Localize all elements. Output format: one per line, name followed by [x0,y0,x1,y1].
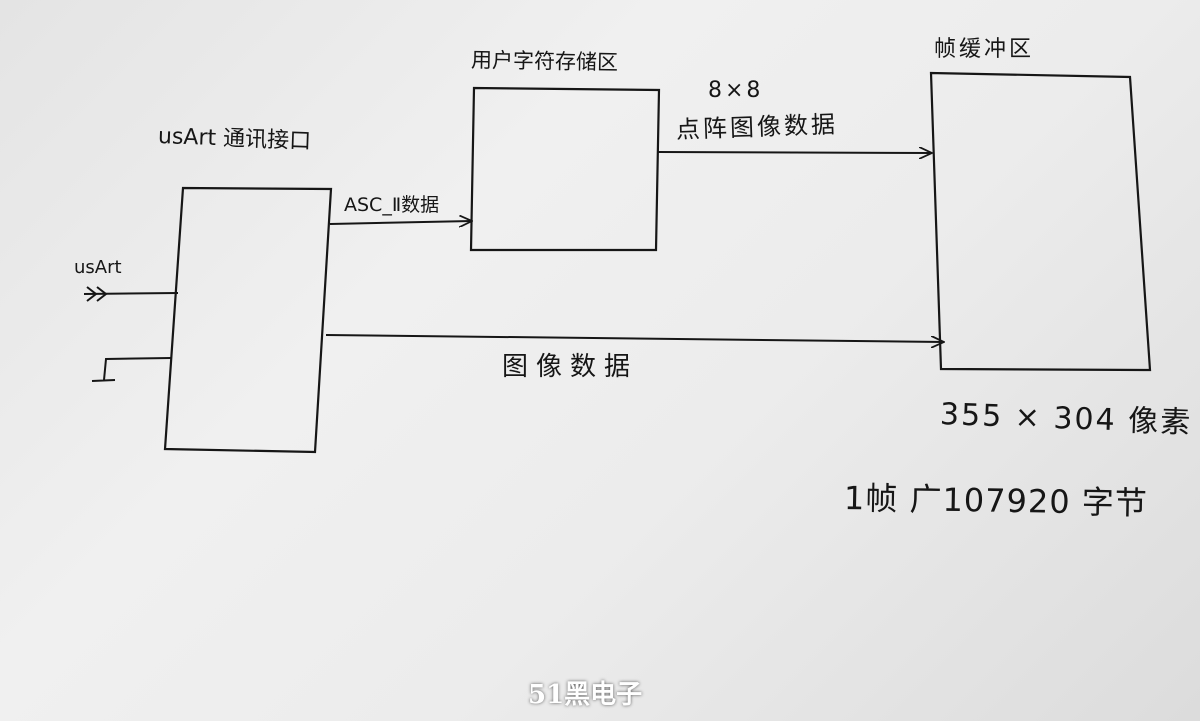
frame-buffer-block [929,71,1152,372]
usart-input-line [83,292,179,295]
label-matrix-size: 8×8 [708,78,764,103]
label-resolution: 355 × 304 像素 [939,397,1193,441]
label-usart-interface: usArt 通讯接口 [157,124,312,155]
ascii-data-arrow [329,221,472,224]
image-data-arrow [325,334,944,342]
label-frame-bytes: 1帧 广107920 字节 [843,479,1149,523]
usart-interface-block [163,186,333,454]
label-charset-storage: 用户字符存储区 [470,48,619,75]
label-image-data: 图像数据 [502,352,639,382]
ground-symbol-icon [91,357,172,382]
label-usart-input: usArt [74,257,122,278]
label-ascii-data: ASC_Ⅱ数据 [344,194,440,216]
watermark-text: 51黑电子 [528,680,643,710]
charset-storage-block [469,86,661,252]
usart-input-arrow-icon [86,286,108,302]
label-frame-buffer: 帧缓冲区 [934,37,1035,62]
matrix-data-arrow [657,152,932,153]
label-matrix-data: 点阵图像数据 [675,110,839,144]
